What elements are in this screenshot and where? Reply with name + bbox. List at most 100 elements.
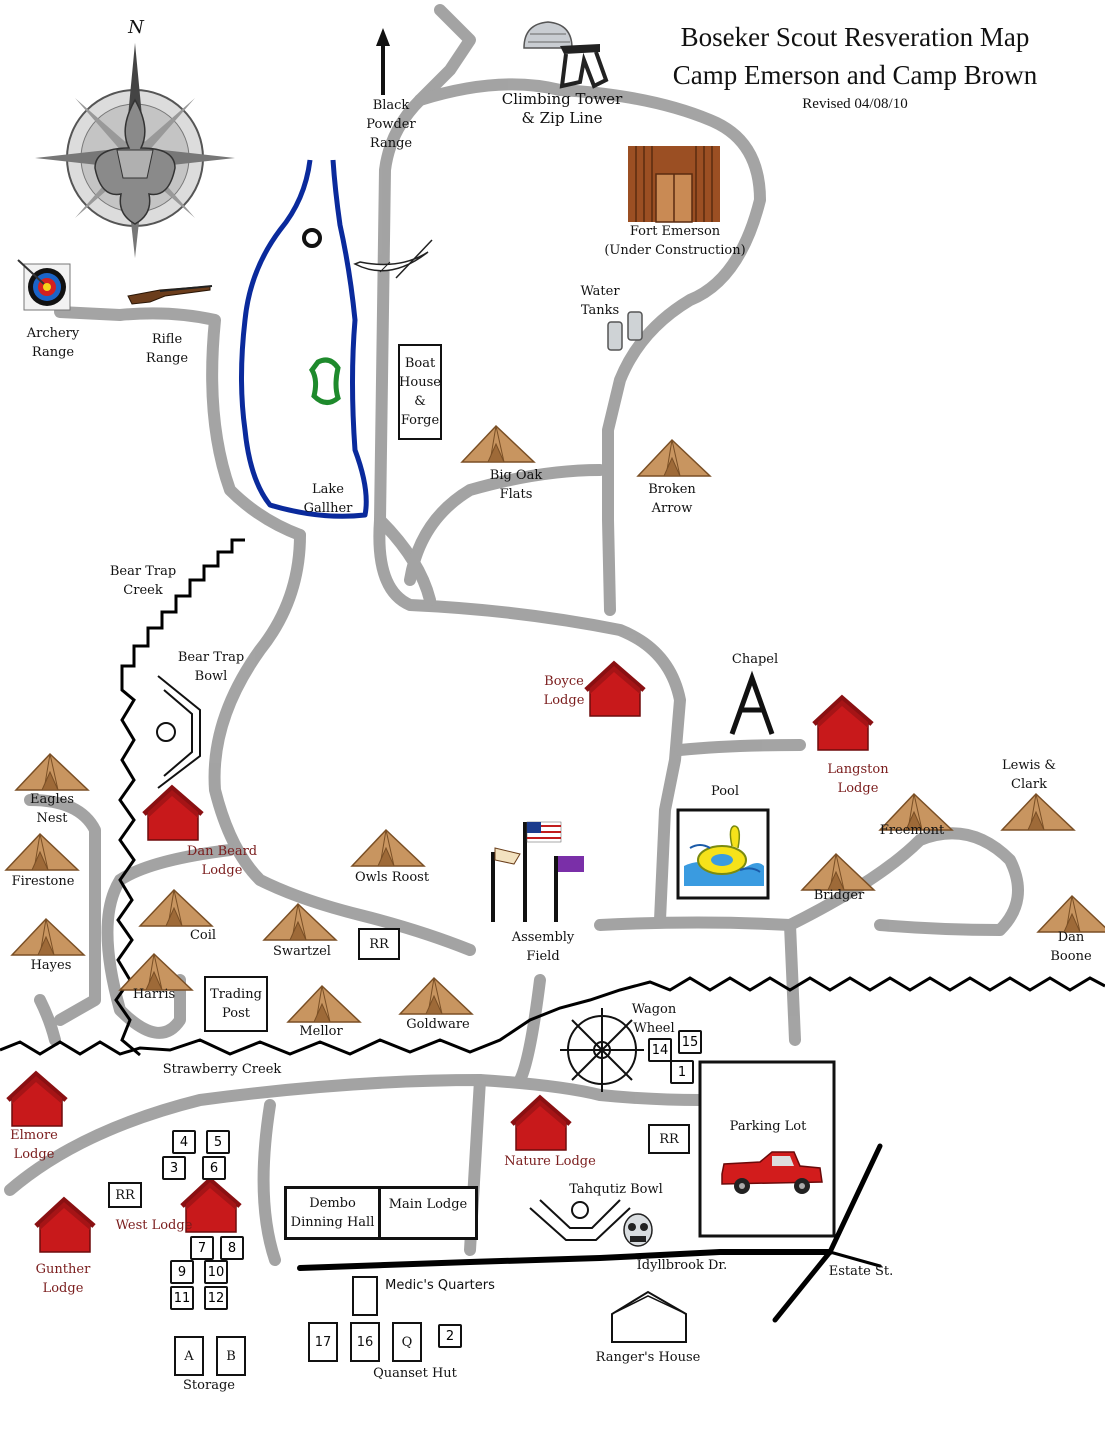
tahquitz-bowl-label: Tahqutiz Bowl [569, 1182, 663, 1197]
chapel-a-frame-icon [729, 670, 775, 735]
restroom-west-box[interactable]: RR [108, 1182, 142, 1208]
cabin-6[interactable]: 6 [202, 1156, 226, 1180]
storage-a[interactable]: A [174, 1336, 204, 1376]
tahquitz-bowl-icon [529, 1199, 631, 1241]
main-lodge-box[interactable]: Main Lodge [378, 1186, 478, 1240]
nature-lodge-label: Nature Lodge [504, 1154, 596, 1169]
cabin-11[interactable]: 11 [170, 1286, 194, 1310]
fort-emerson-label: Fort Emerson(Under Construction) [604, 224, 746, 258]
tent-icon-dan-boone [1037, 895, 1105, 933]
lodge-icon-gunther [36, 1200, 94, 1252]
cabin-7[interactable]: 7 [190, 1236, 214, 1260]
medics-quarters-label: Medic's Quarters [385, 1278, 495, 1293]
rangers-house-label: Ranger's House [595, 1350, 701, 1365]
cabin-4[interactable]: 4 [172, 1130, 196, 1154]
cabin-12[interactable]: 12 [204, 1286, 228, 1310]
archery-target-icon [17, 259, 71, 311]
fort-gate-icon [628, 146, 720, 223]
tent-icon-hayes [11, 918, 85, 956]
parking-lot-outline [698, 1060, 836, 1238]
cabin-10[interactable]: 10 [204, 1260, 228, 1284]
quanset-hut-label: Quanset Hut [373, 1366, 457, 1381]
cabin-q[interactable]: Q [392, 1322, 422, 1362]
map-revised-date: Revised 04/08/10 [802, 96, 908, 112]
lodge-icon-elmore [8, 1074, 66, 1126]
tent-icon-bridger [801, 853, 875, 891]
harris-label: Harris [132, 987, 176, 1002]
cabin-15[interactable]: 15 [678, 1030, 702, 1054]
restroom-owls-box[interactable]: RR [358, 928, 400, 960]
goldware-label: Goldware [406, 1017, 470, 1032]
lodge-icon-boyce [586, 664, 644, 716]
tent-icon-coil [139, 889, 213, 927]
storage-b[interactable]: B [216, 1336, 246, 1376]
north-arrow-icon [376, 28, 390, 95]
tahquitz-mask-icon [623, 1213, 653, 1247]
map-title-line2: Camp Emerson and Camp Brown [672, 60, 1038, 90]
chapel-label: Chapel [731, 652, 779, 667]
west-lodge-label: West Lodge [115, 1218, 193, 1233]
mellor-label: Mellor [299, 1024, 343, 1039]
lake-gallher-outline [239, 159, 369, 519]
medics-quarters-box[interactable] [352, 1276, 378, 1316]
cabin-2[interactable]: 2 [438, 1324, 462, 1348]
lewis-clark-label: Lewis &Clark [1002, 758, 1056, 792]
restroom-south-box[interactable]: RR [648, 1124, 690, 1154]
estate-st-label: Estate St. [828, 1264, 894, 1279]
cabin-14[interactable]: 14 [648, 1038, 672, 1062]
parking-lot-label: Parking Lot [729, 1119, 807, 1134]
firestone-label: Firestone [11, 874, 75, 889]
lodge-icon-nature [512, 1098, 570, 1150]
buoy-icon [302, 228, 322, 248]
cabin-8[interactable]: 8 [220, 1236, 244, 1260]
swartzel-label: Swartzel [273, 944, 331, 959]
tent-icon-firestone [5, 833, 79, 871]
bear-trap-bowl-icon [156, 675, 201, 789]
strawberry-creek-label: Strawberry Creek [162, 1062, 282, 1077]
pool-label: Pool [710, 784, 740, 799]
lodge-icon-langston [814, 698, 872, 750]
cabin-3[interactable]: 3 [162, 1156, 186, 1180]
compass-north-label: N [128, 17, 144, 38]
climbing-tower-label: Climbing Tower& Zip Line [501, 90, 623, 127]
cabin-9[interactable]: 9 [170, 1260, 194, 1284]
red-pickup-icon [721, 1151, 823, 1194]
rangers-house-icon [611, 1290, 687, 1343]
trail-network [4, 4, 1024, 1266]
coil-label: Coil [189, 928, 217, 943]
compass-rose-icon [35, 43, 235, 258]
strawberry-creek-line [0, 976, 1105, 1056]
pool-float-icon [676, 808, 770, 900]
tent-icon-broken-arrow [637, 439, 711, 477]
climbing-helmet-icon [523, 21, 609, 89]
owls-roost-label: Owls Roost [354, 870, 430, 885]
canoe-icon [353, 239, 433, 279]
tent-icon-mellor [287, 985, 361, 1023]
storage-label: Storage [183, 1378, 235, 1393]
island-icon [308, 357, 341, 405]
cabin-1[interactable]: 1 [670, 1060, 694, 1084]
cabin-16[interactable]: 16 [350, 1322, 380, 1362]
rifle-icon [127, 285, 213, 305]
freemont-label: Freemont [879, 823, 945, 838]
bear-trap-creek-line [114, 538, 245, 1057]
cabin-17[interactable]: 17 [308, 1322, 338, 1362]
tent-icon-big-oak [461, 425, 535, 463]
cabin-5[interactable]: 5 [206, 1130, 230, 1154]
bridger-label: Bridger [813, 888, 865, 903]
